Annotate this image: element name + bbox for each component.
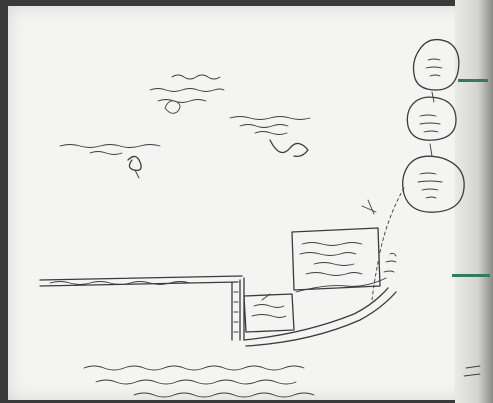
- page-curl-edge: [455, 0, 493, 403]
- flow-bubbles: [402, 38, 465, 213]
- ground-line: [39, 275, 243, 287]
- connecting-pipes: [243, 277, 397, 347]
- right-margin-marks: [463, 365, 481, 377]
- bottom-scribble-lines: [83, 365, 315, 398]
- shaft-and-tank: [231, 277, 295, 341]
- binder-tab-bottom: [452, 274, 490, 277]
- center-note-box: [291, 227, 381, 291]
- upside-down-scribble-block: [59, 74, 311, 179]
- dashed-arrow: [361, 187, 405, 301]
- paper-sheet: [8, 6, 470, 400]
- binder-tab-top: [458, 79, 488, 82]
